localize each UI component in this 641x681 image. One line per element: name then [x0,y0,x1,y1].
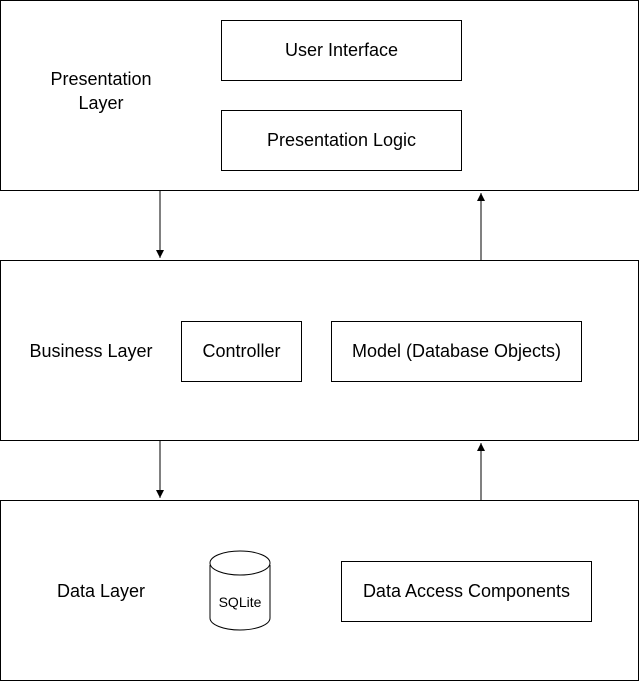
business-layer: Business Layer Controller Model (Databas… [0,260,639,441]
presentation-layer-label: Presentation Layer [50,69,152,113]
user-interface-box: User Interface [221,20,462,81]
presentation-layer: Presentation Layer User Interface Presen… [0,0,639,191]
sqlite-label: SQLite [218,594,262,610]
business-layer-label: Business Layer [29,341,153,361]
data-layer-label: Data Layer [56,581,146,601]
data-layer: Data Layer Data Access Components [0,500,639,681]
presentation-logic-box: Presentation Logic [221,110,462,171]
controller-box: Controller [181,321,302,382]
data-access-components-box: Data Access Components [341,561,592,622]
model-box: Model (Database Objects) [331,321,582,382]
